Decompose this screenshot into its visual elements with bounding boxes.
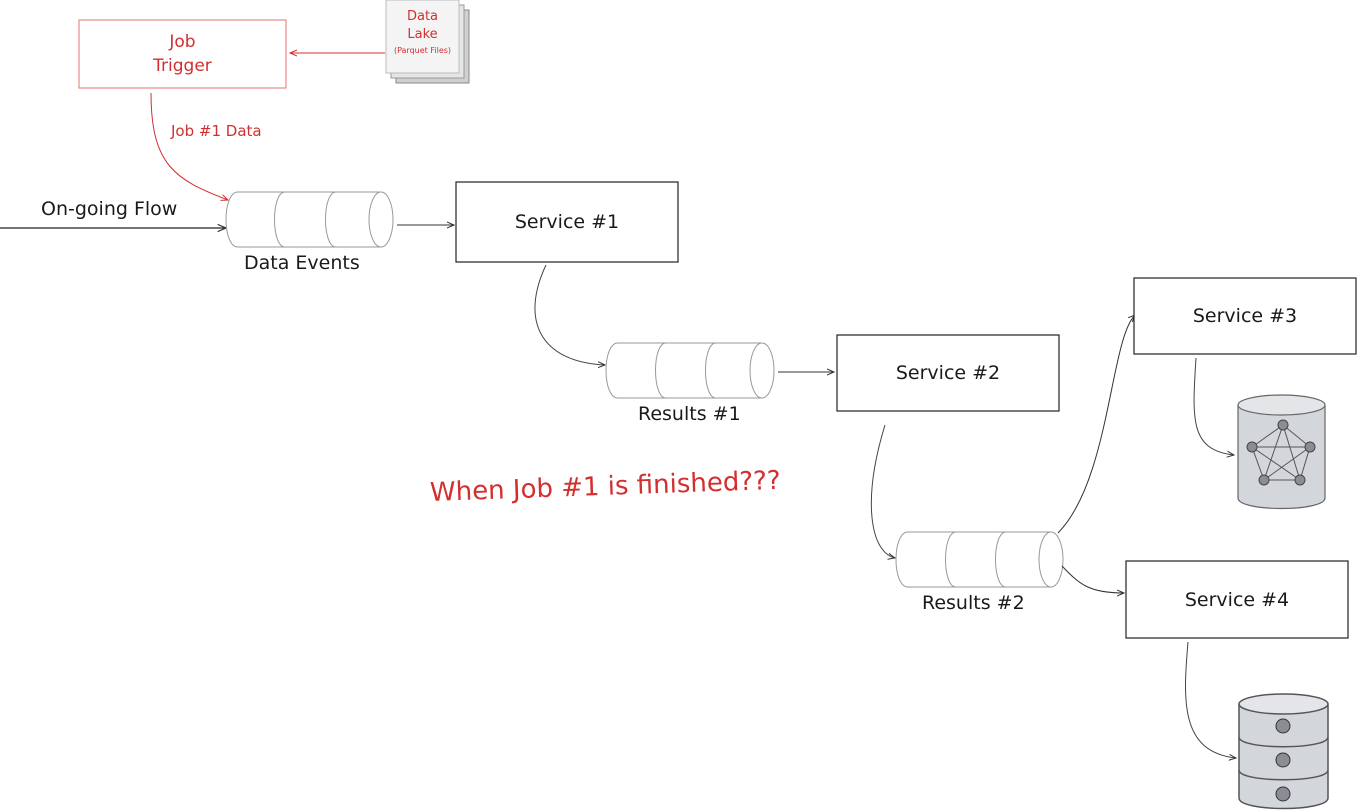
data-events-queue (225, 191, 394, 248)
service3-to-graphdb-arrow (1193, 357, 1234, 455)
results2-label: Results #2 (922, 592, 1025, 614)
service1-box (455, 181, 679, 263)
results1-label: Results #1 (638, 403, 741, 425)
results2-to-service4-arrow (1061, 565, 1124, 593)
data-events-label: Data Events (244, 252, 360, 274)
job-trigger-label: Job Trigger (153, 32, 212, 76)
results2-queue (895, 531, 1064, 588)
job-data-arrow (150, 92, 228, 200)
service3-box (1133, 277, 1357, 355)
service4-label: Service #4 (1184, 588, 1290, 611)
service2-label: Service #2 (895, 362, 1001, 384)
service1-label: Service #1 (514, 211, 620, 233)
graph-database-icon (1237, 394, 1326, 510)
results2-to-service3-arrow (1057, 315, 1135, 534)
service3-label: Service #3 (1192, 305, 1298, 327)
service2-to-results2-arrow (870, 424, 895, 558)
service4-to-db-arrow (1185, 641, 1236, 758)
data-lake-node (385, 0, 470, 84)
data-lake-label: Data Lake (Parquet Files) (393, 9, 452, 55)
job-data-label: Job #1 Data (171, 122, 262, 140)
ongoing-flow-label: On-going Flow (41, 198, 178, 220)
service1-to-results1-arrow (534, 264, 605, 365)
service2-box (836, 334, 1060, 412)
results1-queue (605, 342, 775, 399)
database-icon (1238, 693, 1329, 810)
service4-box (1125, 560, 1349, 639)
job-trigger-box (78, 19, 287, 89)
